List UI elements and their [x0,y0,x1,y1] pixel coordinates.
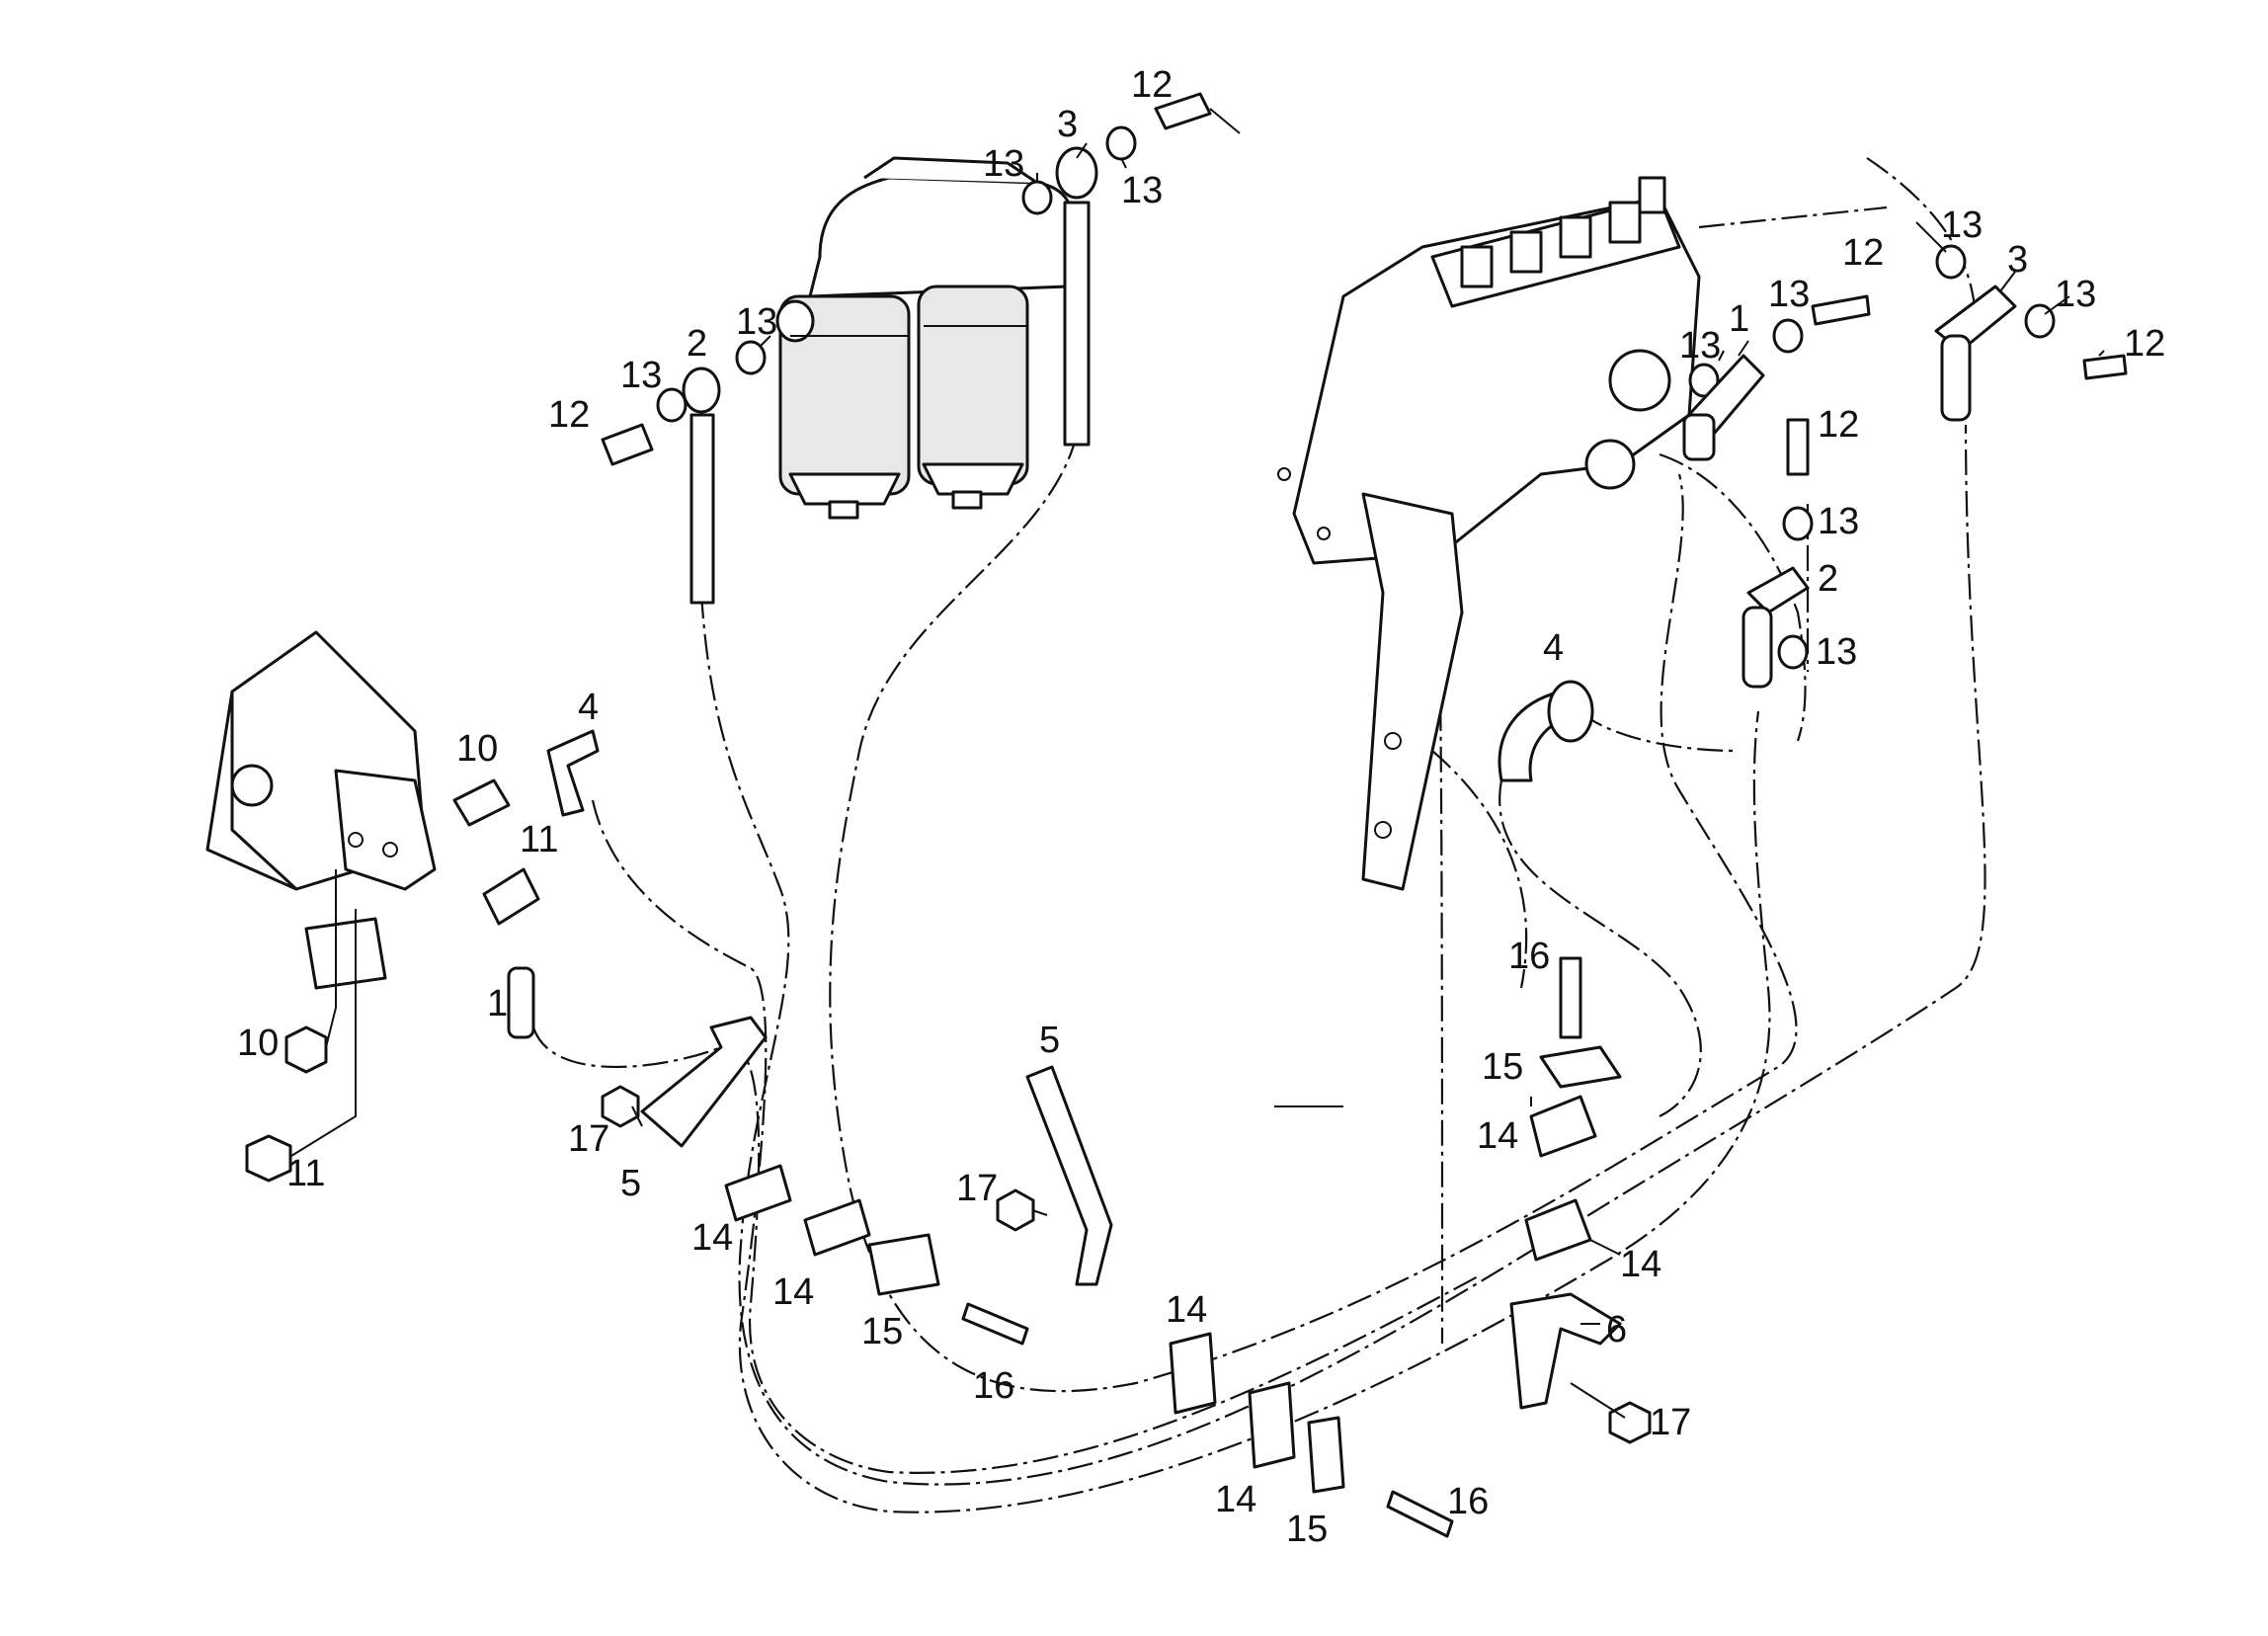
injection-pump-assembly [1277,176,1701,891]
callout-13: 13 [620,355,662,396]
callout-13: 13 [1818,501,1859,542]
nut-11 [245,1134,292,1183]
washer-13-b [1021,180,1053,215]
bolt-16-a [961,1302,1029,1346]
fuel-filter-assembly [775,156,1075,520]
callout-3: 3 [2007,239,2028,281]
callout-11: 11 [286,1153,325,1194]
nut-17-right [1608,1401,1652,1444]
clamp-14-a [724,1164,792,1222]
callout-12: 12 [1131,64,1173,106]
bolt-16-b [1386,1490,1454,1538]
callout-17: 17 [568,1118,609,1160]
bolt-12-vertical [1786,418,1810,476]
callout-12: 12 [1818,404,1859,446]
callout-12: 12 [2124,323,2165,365]
callout-1: 1 [1729,298,1749,340]
clamp-14-c [1169,1332,1217,1415]
bolt-12-top [1154,92,1212,130]
callout-14: 14 [1477,1115,1518,1157]
fuel-pipe-vertical-3 [1063,201,1091,447]
fitting-1-left [507,966,535,1039]
clamp-14-e [1529,1095,1597,1158]
callout-15: 15 [1286,1509,1328,1550]
bolt-12-left [601,423,654,466]
plate-15-a [867,1233,940,1296]
callout-14: 14 [1215,1479,1256,1520]
callout-16: 16 [1508,936,1550,977]
callout-13: 13 [1679,325,1721,367]
banjo-fitting-2-left [682,367,721,414]
fitting-parts [245,92,2128,1444]
callout-11: 11 [520,819,558,860]
callout-14: 14 [1166,1289,1207,1331]
bracket-5-left [640,1016,768,1148]
bracket-6 [1509,1292,1622,1410]
callout-15: 15 [861,1311,903,1352]
callout-13: 13 [1768,274,1810,315]
clamps [724,956,1622,1538]
nut-10 [284,1025,328,1074]
plate-15-c [1539,1045,1622,1089]
callout-2: 2 [1818,558,1838,600]
callout-13: 13 [1941,204,1983,246]
callout-6: 6 [1606,1309,1627,1350]
callout-13: 13 [736,301,777,343]
leader-lines [290,108,2105,1419]
nut-17-center [996,1188,1035,1232]
callout-12: 12 [548,394,590,436]
bolt-16-c [1559,956,1582,1039]
callout-4: 4 [1543,627,1564,669]
callout-2: 2 [687,323,707,365]
callout-5: 5 [1039,1020,1060,1061]
washer-13-j [1777,634,1809,670]
elbow-fitting-4-left [546,729,600,817]
callout-14: 14 [691,1217,733,1259]
clamp-14-f [1524,1198,1592,1262]
callout-15: 15 [1482,1046,1523,1088]
fitting-11 [482,867,540,926]
callout-10: 10 [456,728,498,770]
washer-13-i [1782,506,1814,541]
banjo-fitting-3-top [1055,146,1098,200]
clamp-14-b [803,1198,871,1257]
callout-labels: 12 3 13 13 13 2 13 12 13 3 13 12 12 13 1… [237,64,2165,1550]
callout-17: 17 [956,1168,998,1209]
callout-16: 16 [1447,1481,1489,1522]
washer-13-d [656,387,688,423]
washer-13-e [1935,244,1967,280]
fitting-10 [452,778,511,827]
washer-13-c [735,340,767,375]
bracket-5-center [1025,1065,1113,1286]
clamp-14-d [1248,1381,1296,1469]
callout-4: 4 [578,687,599,728]
callout-17: 17 [1650,1402,1691,1443]
callout-3: 3 [1057,104,1078,145]
callout-13: 13 [983,143,1024,185]
callout-13: 13 [1816,631,1857,673]
washer-13-g [1688,363,1720,398]
pump-delivery-valves [1460,176,1666,288]
callout-12: 12 [1842,232,1884,274]
washer-13-h [1772,318,1804,354]
callout-1: 1 [487,983,508,1024]
fuel-pipe-vertical-2 [689,413,715,605]
bolt-12-right-a [1811,294,1871,326]
engine-block-bracket [205,630,437,990]
callout-13: 13 [2055,274,2096,315]
callout-16: 16 [973,1365,1014,1407]
callout-5: 5 [620,1163,641,1204]
washer-13-a [1105,125,1137,161]
callout-14: 14 [772,1271,814,1313]
brackets [640,1016,1622,1410]
banjo-fitting-2-right [1746,566,1810,614]
callout-10: 10 [237,1022,279,1064]
callout-14: 14 [1620,1244,1661,1285]
callout-13: 13 [1121,170,1163,211]
plate-15-b [1307,1416,1345,1494]
bolt-12-right-b [2082,354,2128,380]
